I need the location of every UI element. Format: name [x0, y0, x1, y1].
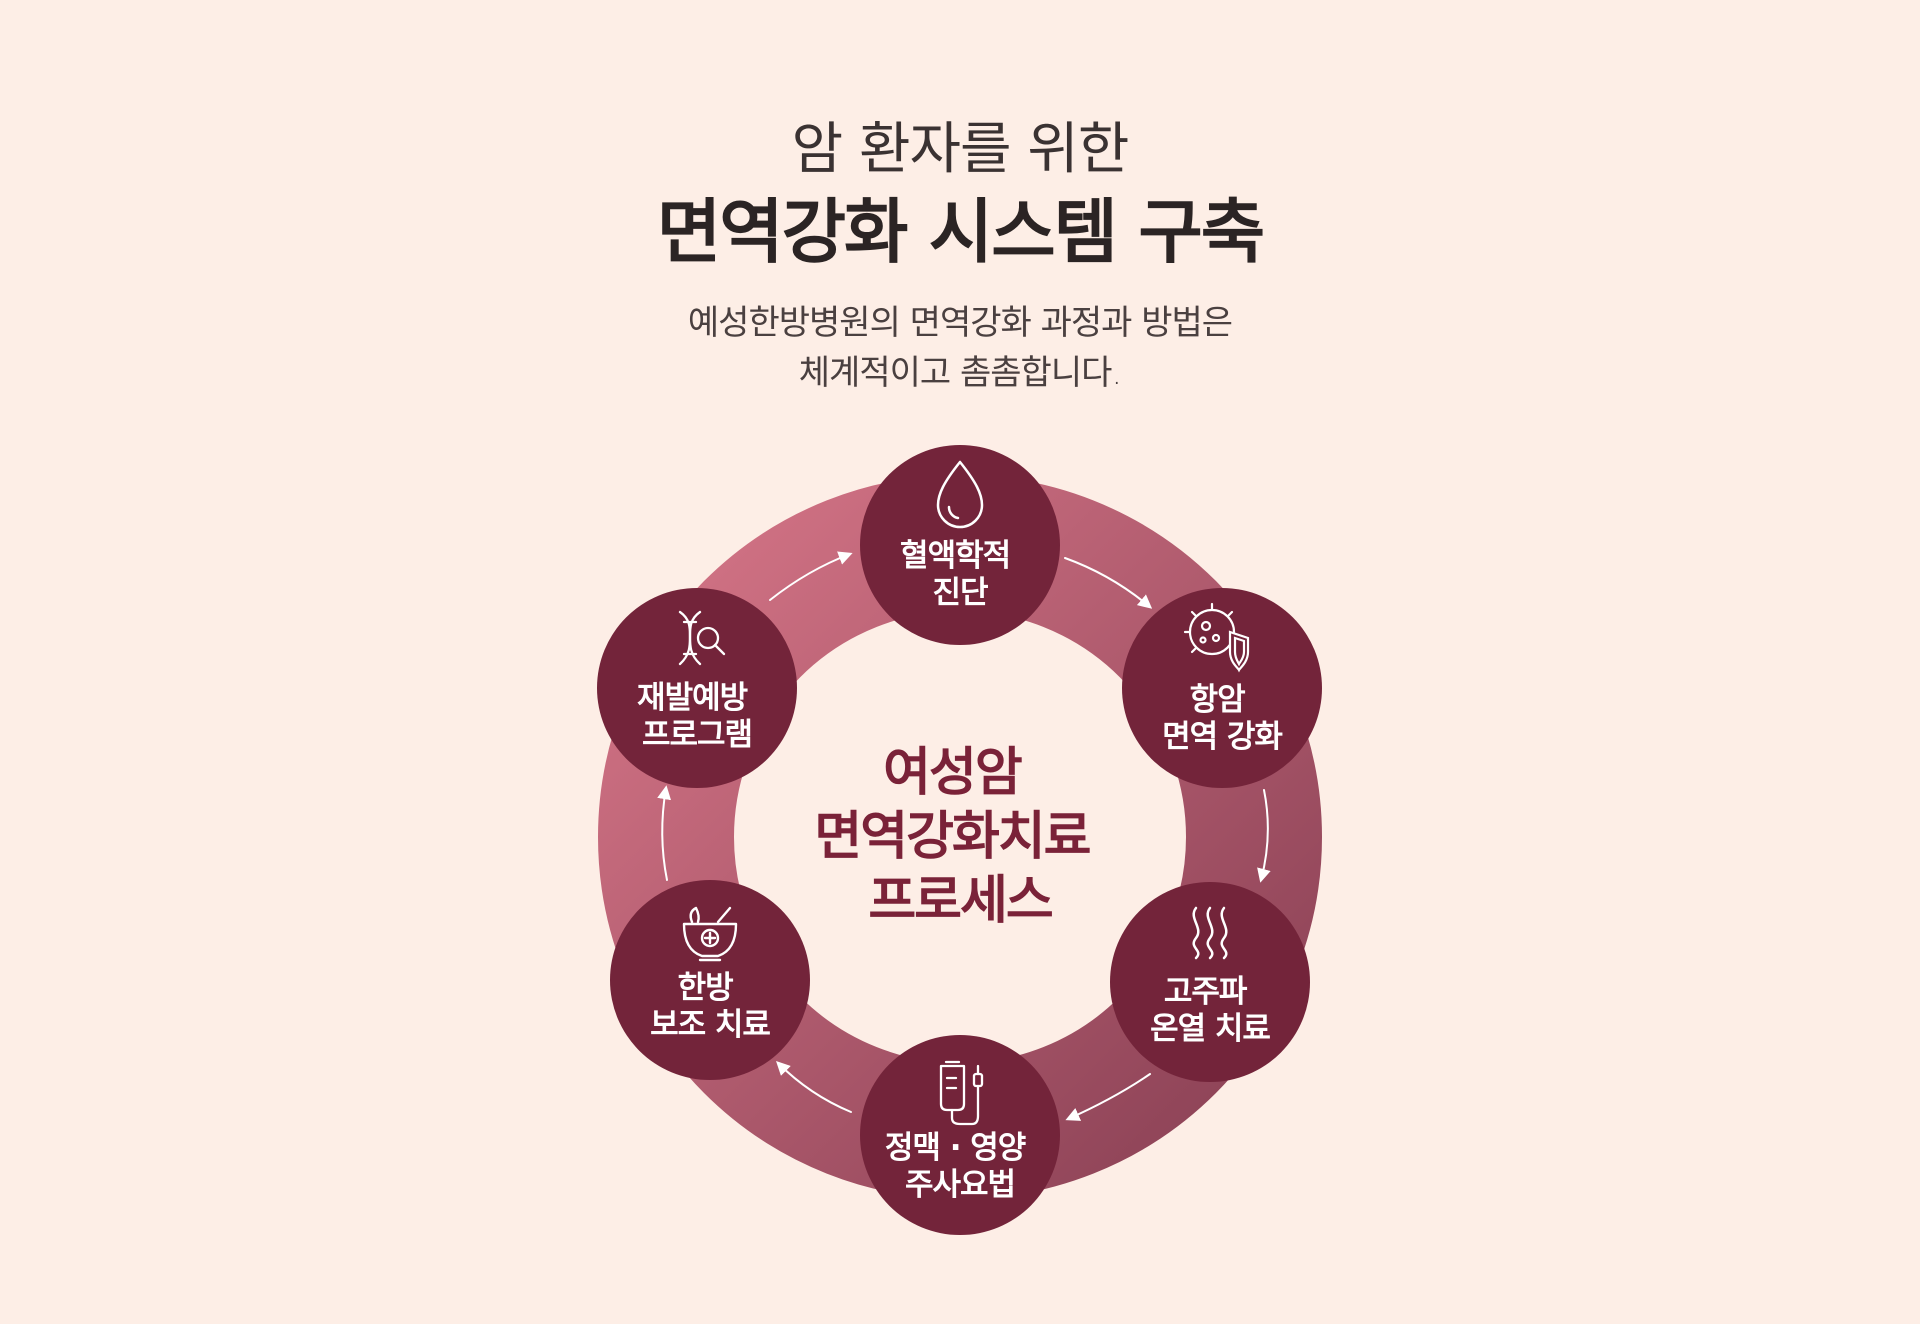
svg-text:한방 보조 치료: 한방 보조 치료: [650, 970, 770, 1043]
step-4-line-1: 정맥 · 영양: [885, 1130, 1026, 1166]
step-1-line-1: 혈액학적: [900, 538, 1010, 574]
blood-drop-icon: [936, 460, 984, 529]
svg-text:여성암 면역강화치료 프로세스: 여성암 면역강화치료 프로세스: [814, 743, 1105, 931]
step-herbal-treatment: 한방 보조 치료: [610, 880, 810, 1080]
step-iv-nutrition: 정맥 · 영양 주사요법: [860, 1035, 1060, 1235]
description-line-2: 체계적이고 촘촘합니다.: [798, 353, 1122, 393]
svg-text:혈액학적 진단: 혈액학적 진단: [900, 538, 1020, 611]
step-blood-diagnosis: 혈액학적 진단: [860, 445, 1060, 645]
step-3-line-1: 고주파: [1164, 974, 1248, 1010]
step-2-line-2: 면역 강화: [1162, 719, 1283, 755]
svg-text:고주파 온열 치료: 고주파 온열 치료: [1150, 974, 1270, 1047]
step-6-line-1: 재발예방: [637, 680, 748, 716]
step-6-line-2: 프로그램: [642, 717, 752, 753]
step-1-line-2: 진단: [932, 575, 988, 611]
step-hyperthermia: 고주파 온열 치료: [1110, 882, 1310, 1082]
subtitle: 암 환자를 위한: [791, 117, 1130, 182]
immune-cell-shield-icon: [1183, 602, 1250, 673]
center-line-3: 프로세스: [868, 871, 1053, 931]
cycle-arrows: [657, 551, 1271, 1121]
step-recurrence-prevention: 재발예방 프로그램: [597, 588, 797, 788]
step-5-line-2: 보조 치료: [650, 1007, 770, 1043]
page-title: 면역강화 시스템 구축: [656, 191, 1265, 273]
arrow-2: [1257, 789, 1271, 883]
center-line-2: 면역강화치료: [814, 807, 1090, 867]
arrow-5: [657, 785, 672, 881]
arrow-3: [1065, 1073, 1151, 1121]
herbal-mortar-icon: [682, 906, 738, 962]
step-5-line-1: 한방: [678, 970, 734, 1006]
step-2-line-1: 항암: [1190, 682, 1246, 718]
svg-text:재발예방 프로그램: 재발예방 프로그램: [637, 680, 757, 753]
heat-waves-icon: [1192, 906, 1228, 960]
center-line-1: 여성암: [883, 743, 1022, 803]
step-immune-boost: 항암 면역 강화: [1122, 588, 1322, 788]
step-4-line-2: 주사요법: [905, 1167, 1015, 1203]
step-3-line-2: 온열 치료: [1150, 1011, 1270, 1047]
description-line-1: 예성한방병원의 면역강화 과정과 방법은: [687, 303, 1233, 343]
svg-text:항암 면역 강화: 항암 면역 강화: [1162, 682, 1283, 755]
iv-bag-icon: [939, 1060, 984, 1126]
arrow-1: [1064, 557, 1153, 609]
arrow-6: [769, 551, 853, 601]
svg-text:정맥 · 영양 주사요법: 정맥 · 영양 주사요법: [885, 1130, 1035, 1203]
dna-search-icon: [678, 610, 726, 666]
arrow-4: [776, 1061, 852, 1113]
description: 예성한방병원의 면역강화 과정과 방법은 체계적이고 촘촘합니다.: [0, 298, 1920, 398]
